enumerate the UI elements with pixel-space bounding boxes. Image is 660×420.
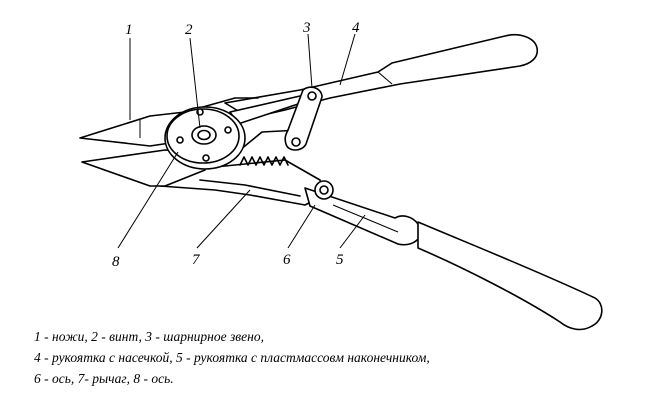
axis-6-shape — [314, 180, 334, 200]
blades-1-shape — [79, 111, 206, 187]
spring-shape — [239, 156, 289, 166]
legend-line-2: 4 - рукоятка с насечкой, 5 - рукоятка с … — [34, 350, 430, 365]
label-8: 8 — [112, 254, 120, 270]
label-6: 6 — [283, 252, 291, 268]
leader-lines — [117, 33, 366, 249]
label-1: 1 — [125, 22, 133, 38]
handle-4-shape — [224, 33, 539, 125]
label-2: 2 — [185, 22, 193, 38]
label-5: 5 — [336, 252, 344, 268]
label-7: 7 — [192, 252, 201, 268]
legend: 1 - ножи, 2 - винт, 3 - шарнирное звено,… — [34, 326, 634, 389]
handle-5-shape — [304, 187, 603, 331]
label-4: 4 — [352, 20, 360, 36]
screw-2-shape — [164, 106, 246, 170]
link-3-shape — [284, 86, 323, 151]
label-3: 3 — [302, 20, 311, 36]
legend-line-1: 1 - ножи, 2 - винт, 3 - шарнирное звено, — [34, 329, 264, 344]
legend-line-3: 6 - ось, 7- рычаг, 8 - ось. — [34, 371, 174, 386]
